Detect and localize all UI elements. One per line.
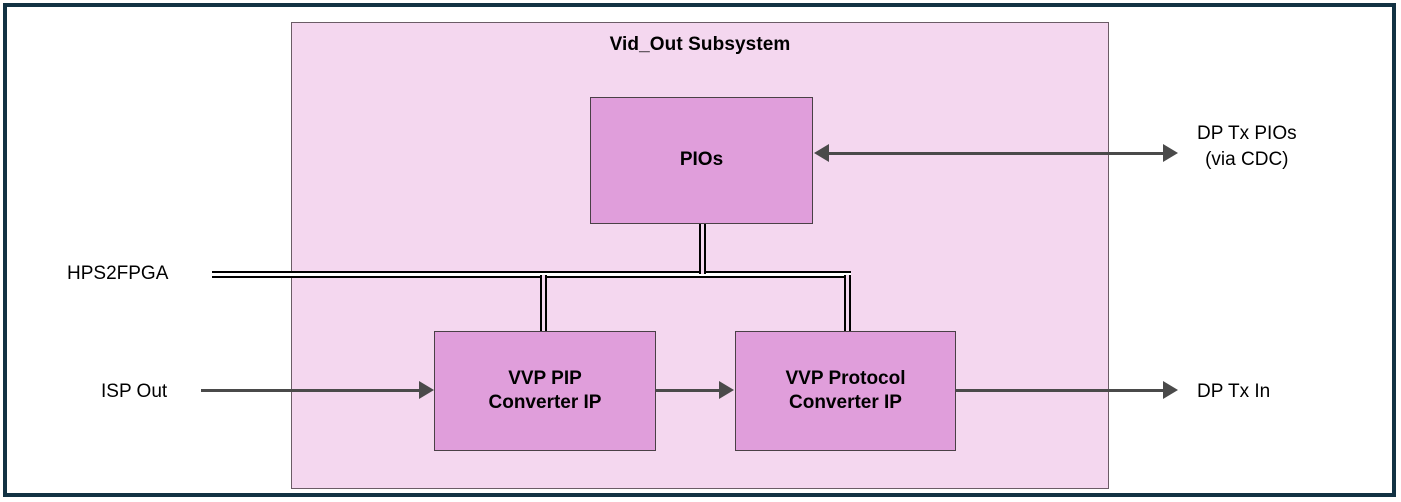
bus-horizontal-main: [212, 271, 851, 278]
block-pios[interactable]: PIOs: [590, 97, 813, 224]
subsystem-title: Vid_Out Subsystem: [609, 34, 791, 55]
label-hps2fpga: HPS2FPGA: [67, 263, 169, 284]
arrowhead-to-dp-tx-pios: [1163, 144, 1178, 162]
connector-pios-dp-tx-pios: [828, 152, 1168, 155]
bus-vertical-to-vvp-protocol: [844, 275, 851, 333]
arrowhead-to-dp-tx-in: [1163, 381, 1178, 399]
arrowhead-into-pios: [814, 144, 829, 162]
block-vvp-protocol-label: VVP Protocol Converter IP: [785, 367, 906, 413]
arrowhead-into-vvp-pip: [419, 381, 434, 399]
label-dp-tx-in: DP Tx In: [1197, 381, 1271, 402]
label-dp-tx-pios: DP Tx PIOs (via CDC): [1197, 123, 1297, 170]
block-vvp-pip-label: VVP PIP Converter IP: [488, 367, 602, 413]
block-vvp-pip-converter-ip[interactable]: VVP PIP Converter IP: [434, 331, 656, 451]
connector-vvp-pip-vvp-protocol: [656, 389, 720, 392]
block-vvp-protocol-converter-ip[interactable]: VVP Protocol Converter IP: [735, 331, 956, 451]
bus-vertical-to-pios: [699, 224, 706, 274]
block-pios-label: PIOs: [679, 149, 724, 171]
arrowhead-into-vvp-protocol: [719, 381, 734, 399]
connector-isp-out-vvp-pip: [201, 389, 420, 392]
connector-vvp-protocol-dp-tx-in: [956, 389, 1164, 392]
bus-vertical-to-vvp-pip: [540, 275, 547, 333]
label-isp-out: ISP Out: [101, 381, 168, 402]
outer-frame: [3, 3, 1396, 497]
